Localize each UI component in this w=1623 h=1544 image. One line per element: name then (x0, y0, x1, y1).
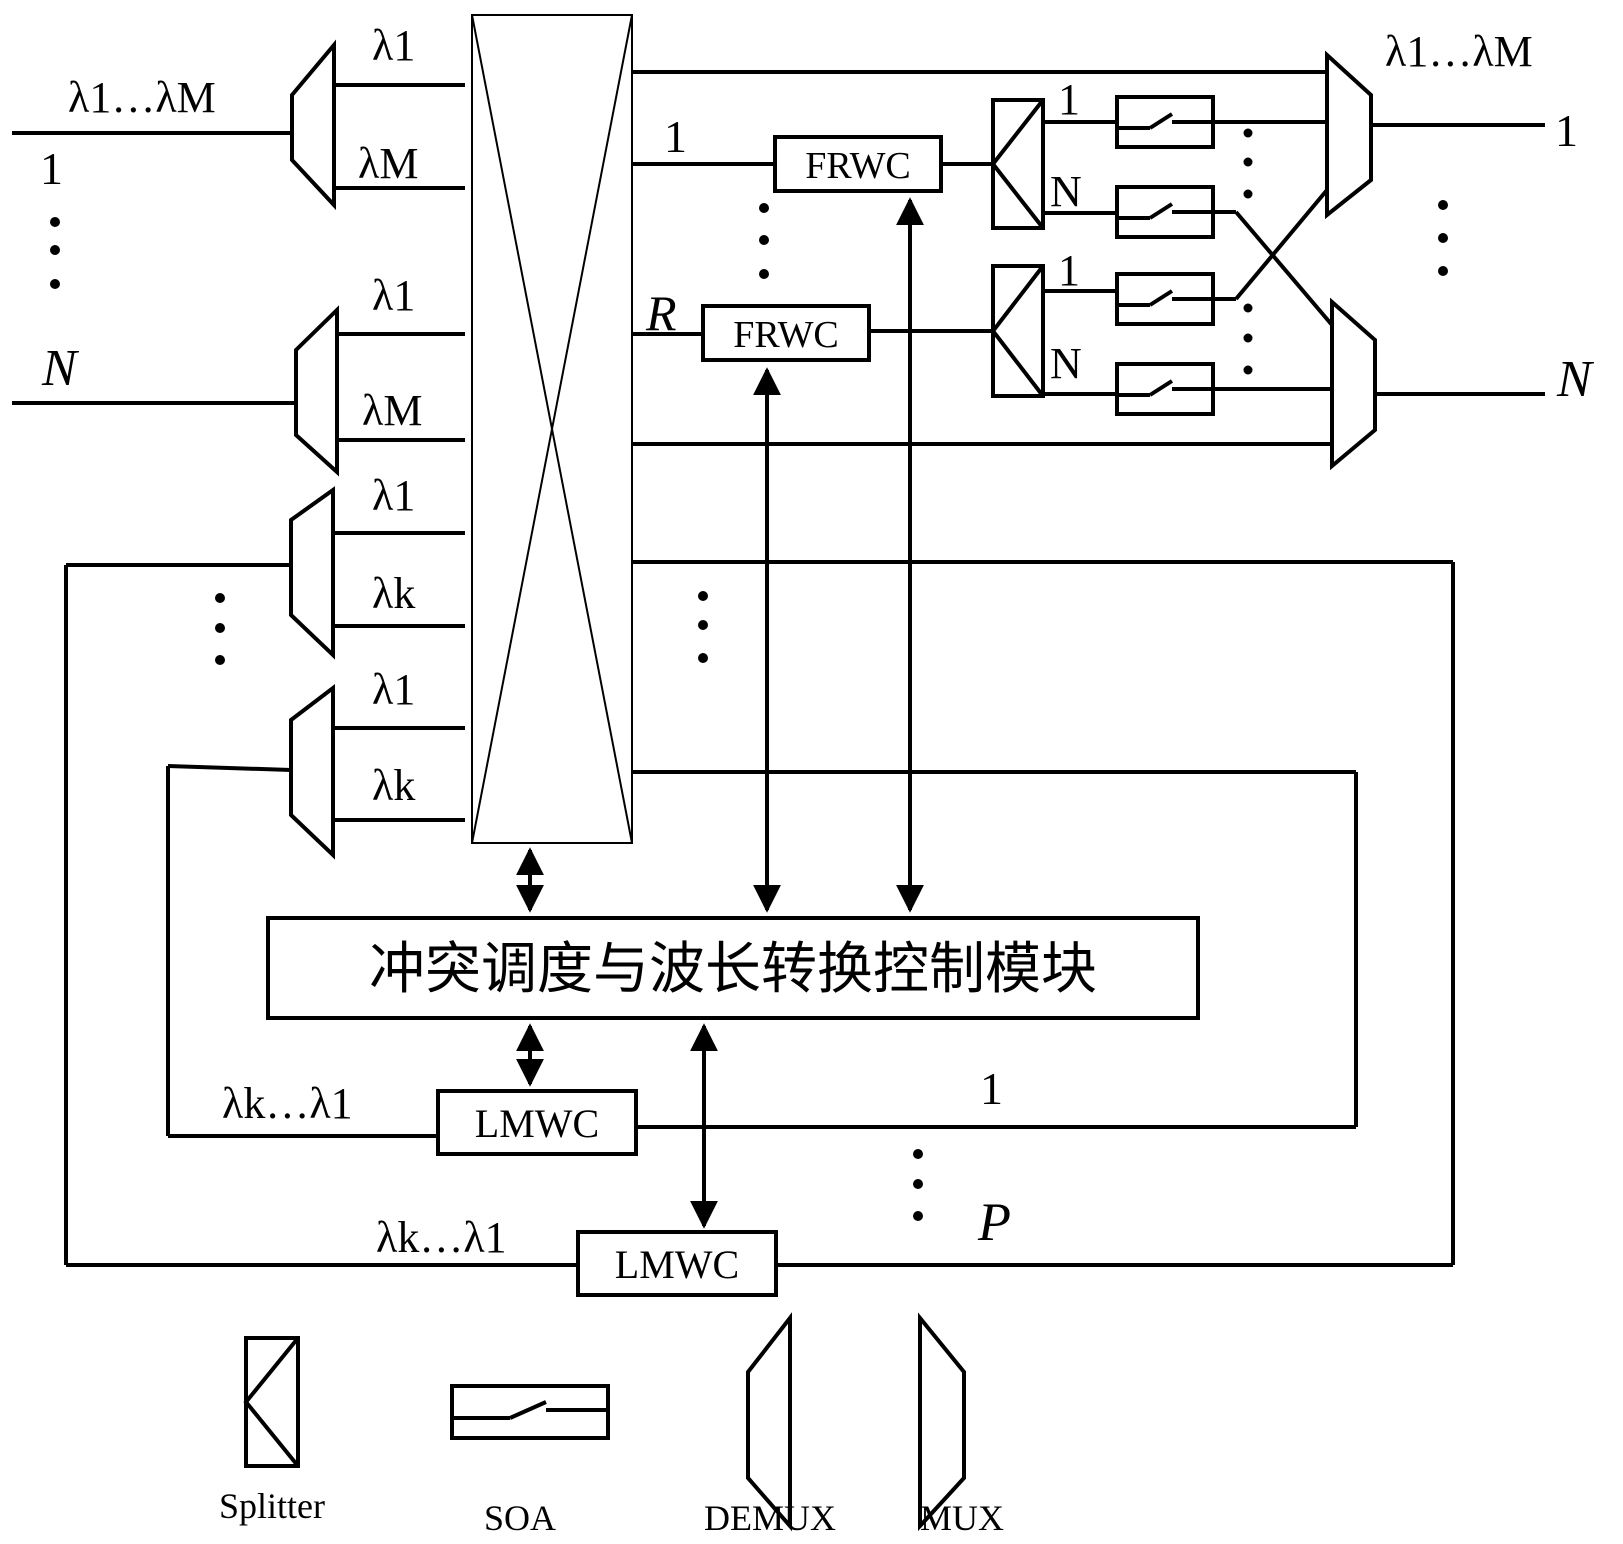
fabric-output-lines (632, 72, 1453, 1265)
loop-first-label: 1 (980, 1063, 1003, 1114)
lmwc-p-label: LMWC (615, 1242, 739, 1287)
legend-demux-icon (748, 1318, 790, 1526)
fbdemux1-lambda-k: λk (372, 569, 415, 618)
soa-4 (1117, 364, 1213, 414)
loop1-range-label: λk…λ1 (222, 1079, 353, 1128)
legend-splitter-label: Splitter (219, 1486, 325, 1526)
fbdemuxp-lambda-1: λ1 (372, 665, 415, 714)
legend-soa-label: SOA (484, 1498, 556, 1538)
feedback-ellipsis (215, 593, 225, 665)
legend-demux-label: DEMUX (704, 1498, 836, 1538)
loopP-range-label: λk…λ1 (376, 1213, 507, 1262)
loop-ellipsis (913, 1149, 923, 1221)
soa-mux-wiring (1213, 122, 1332, 389)
output-range-label: λ1…λM (1385, 27, 1533, 76)
splitter1-first: 1 (1058, 75, 1080, 124)
input-port-first: 1 (40, 143, 63, 194)
soa-3 (1117, 274, 1213, 324)
output-ellipsis (1438, 200, 1448, 276)
demux1-lambda-1: λ1 (372, 21, 415, 70)
legend-splitter-icon (246, 1338, 298, 1466)
frwc-r: FRWC (703, 306, 869, 360)
control-module-label: 冲突调度与波长转换控制模块 (369, 937, 1097, 1002)
legend-mux-label: MUX (920, 1498, 1004, 1538)
output-port-first: 1 (1555, 105, 1578, 156)
input-ellipsis (50, 217, 60, 289)
output-port-last: N (1556, 351, 1595, 408)
fbdemux1-lambda-1: λ1 (372, 471, 415, 520)
soa-1 (1117, 97, 1213, 147)
fiber-ellipsis (759, 203, 769, 279)
input-range-label: λ1…λM (68, 73, 216, 122)
fbdemuxp-lambda-k: λk (372, 761, 415, 810)
demuxn-lambda-1: λ1 (372, 271, 415, 320)
legend-soa-icon (452, 1386, 608, 1438)
demux1-lambda-M: λM (358, 139, 418, 188)
loop-last-label: P (977, 1192, 1011, 1252)
splitterR-last: N (1050, 339, 1082, 388)
splitter1-last: N (1050, 167, 1082, 216)
soa-ellipsis-1 (1244, 129, 1253, 199)
lmwc-p: LMWC (578, 1232, 776, 1295)
frwc-1-label: FRWC (805, 145, 911, 187)
loop-p-wiring (66, 565, 1453, 1265)
demuxn-lambda-M: λM (362, 386, 422, 435)
fabric-output-ellipsis (698, 591, 708, 663)
frwc-1: FRWC (775, 137, 941, 191)
fiber-last-label: R (645, 285, 677, 341)
output-mux-1 (1327, 55, 1545, 215)
control-module: 冲突调度与波长转换控制模块 (268, 918, 1198, 1018)
lmwc-1-label: LMWC (475, 1101, 599, 1146)
output-mux-n (1332, 302, 1545, 466)
fiber-first-label: 1 (664, 111, 687, 162)
legend-mux-icon (920, 1318, 964, 1526)
soa-ellipsis-2 (1244, 304, 1253, 375)
input-port-last: N (41, 340, 80, 397)
lmwc-1: LMWC (438, 1091, 636, 1154)
splitterR-first: 1 (1058, 246, 1080, 295)
frwc-r-label: FRWC (733, 314, 839, 356)
switch-fabric (472, 15, 632, 843)
soa-2 (1117, 187, 1213, 237)
